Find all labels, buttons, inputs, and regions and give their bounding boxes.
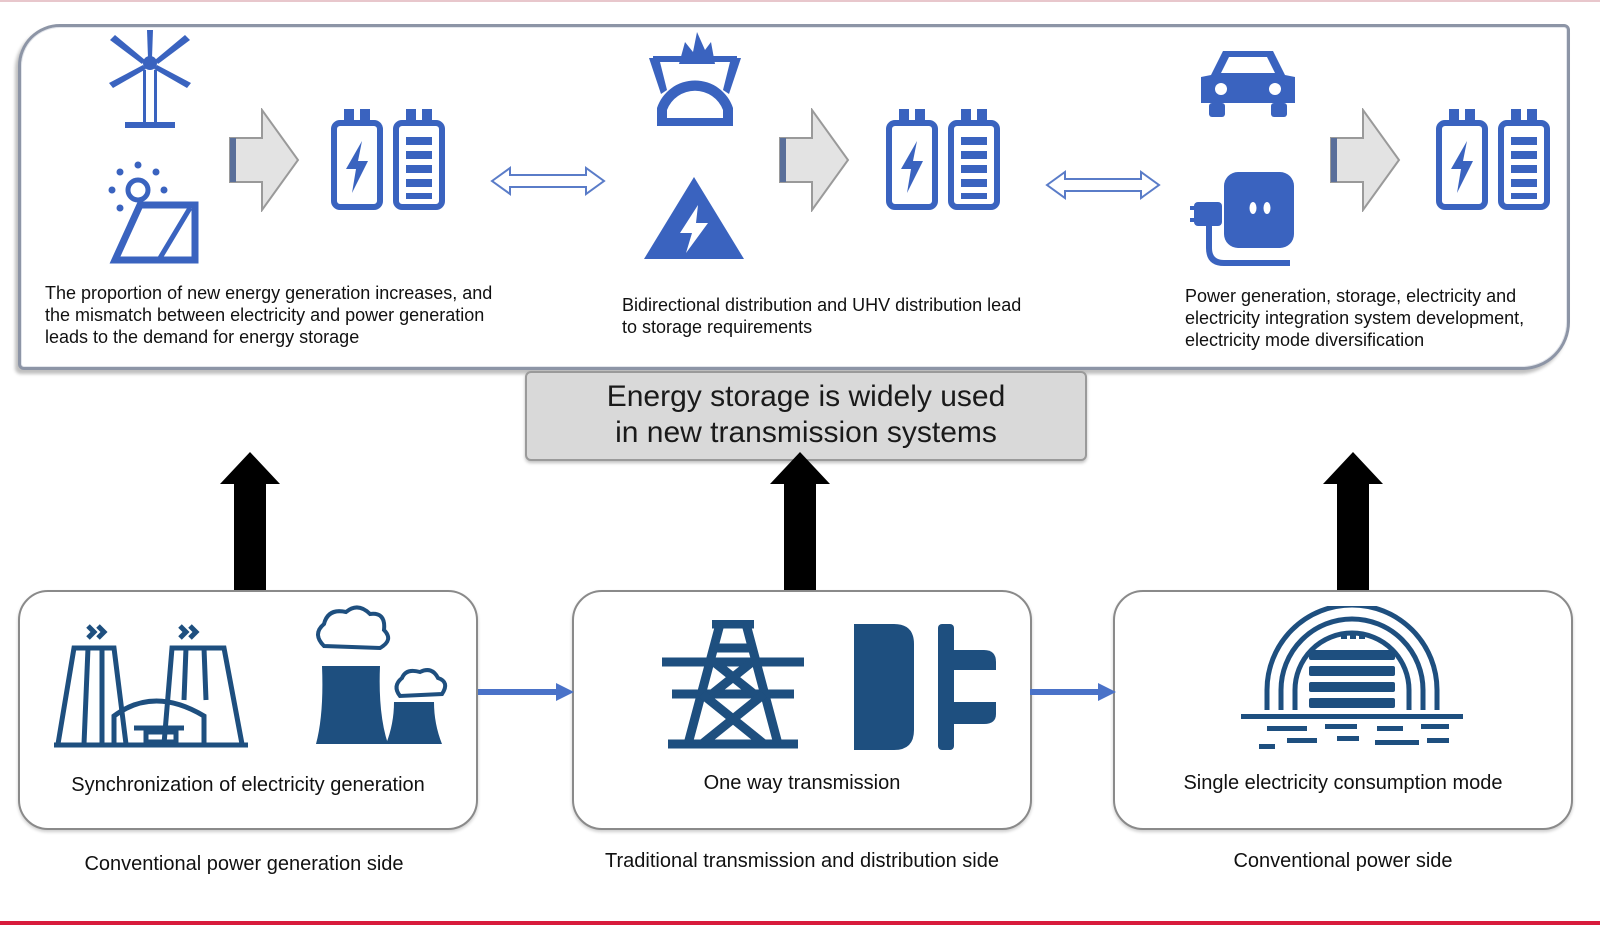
callout-line-2: in new transmission systems: [615, 416, 997, 449]
top-panel: [18, 24, 1570, 370]
car-icon: [1201, 51, 1295, 117]
cooling-tower-icon: [316, 605, 448, 744]
connector-plug-icon: [854, 624, 996, 750]
double-arrow-icon: [490, 166, 606, 196]
connector-arrow-1: [478, 683, 574, 701]
gray-right-arrow-icon: [229, 108, 300, 212]
up-arrow-right: [1323, 452, 1383, 592]
battery-pair-icon: [331, 109, 445, 210]
gray-right-arrow-icon: [1330, 108, 1401, 212]
transmission-tower-icon: [662, 620, 804, 749]
power-station-icon: [649, 32, 741, 126]
top-edge-line: [0, 0, 1600, 2]
wind-turbine-icon: [109, 30, 191, 128]
generation-side-label: Conventional power generation side: [84, 853, 404, 875]
double-arrow-icon: [1045, 170, 1161, 200]
battery-pair-icon: [1436, 109, 1550, 210]
high-voltage-icon: [644, 177, 744, 259]
connector-arrow-2: [1030, 683, 1116, 701]
up-arrow-left: [220, 452, 280, 592]
callout-line-1: Energy storage is widely used: [606, 380, 1006, 413]
gray-right-arrow-icon: [779, 108, 850, 212]
consumption-box-label: Single electricity consumption mode: [1183, 772, 1503, 794]
consumption-side-label: Conventional power side: [1233, 850, 1453, 872]
transmission-side-label: Traditional transmission and distributio…: [605, 850, 999, 872]
factory-icon: [54, 624, 248, 748]
transmission-box-label: One way transmission: [703, 772, 901, 794]
battery-pair-icon: [886, 109, 1000, 210]
generation-box: Synchronization of electricity generatio…: [18, 590, 478, 830]
substation-icon: [1241, 606, 1463, 749]
energy-storage-callout: Energy storage is widely used in new tra…: [525, 371, 1087, 461]
transmission-box: One way transmission: [572, 590, 1032, 830]
generation-box-label: Synchronization of electricity generatio…: [71, 774, 425, 796]
section-3-text: Power generation, storage, electricity a…: [1185, 286, 1525, 350]
consumption-box: Single electricity consumption mode: [1113, 590, 1573, 830]
socket-plug-icon: [1190, 172, 1294, 266]
section-1-text: The proportion of new energy generation …: [45, 283, 493, 347]
bottom-edge-line: [0, 921, 1600, 925]
solar-panel-icon: [108, 161, 199, 264]
up-arrow-middle: [770, 452, 830, 592]
section-2-text: Bidirectional distribution and UHV distr…: [622, 295, 1022, 337]
